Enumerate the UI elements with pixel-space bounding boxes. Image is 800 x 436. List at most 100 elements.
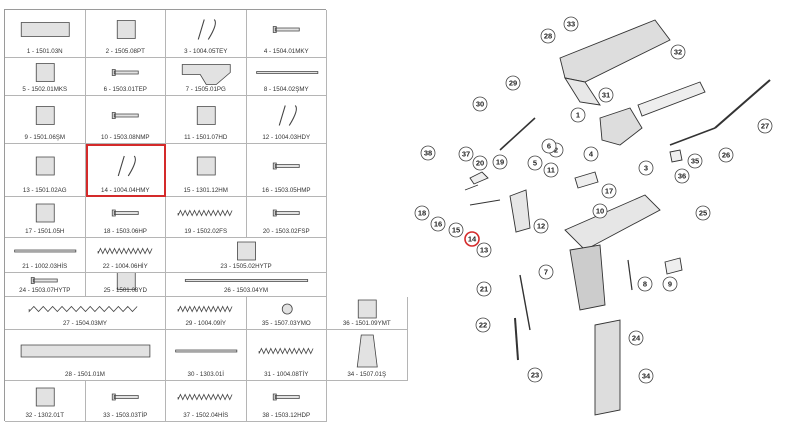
part-code-label: 4 - 1504.01MKY (263, 48, 309, 55)
callout-number: 27 (761, 122, 769, 131)
callout-number: 7 (544, 268, 548, 277)
trigger-icon (35, 203, 55, 223)
part-cell[interactable]: 9 - 1501.06ŞM (5, 96, 86, 144)
part-cell[interactable]: 20 - 1503.02FSP (246, 197, 327, 238)
callout-16: 16 (430, 216, 446, 232)
part-cell[interactable]: 21 - 1002.03HİS (5, 238, 86, 273)
part-cell[interactable]: 35 - 1507.03YMO (246, 297, 327, 330)
part-cell[interactable]: 2 - 1505.08PT (85, 10, 166, 58)
callout-number: 10 (596, 207, 604, 216)
part-cell[interactable]: 37 - 1502.04HİS (166, 381, 247, 422)
rod-icon (255, 71, 318, 74)
part-cell[interactable]: 8 - 1504.02ŞMY (246, 58, 327, 96)
part-cell[interactable]: 16 - 1503.05HMP (246, 144, 327, 197)
frame-icon (181, 64, 231, 85)
part-code-label: 5 - 1502.01MKS (22, 86, 68, 93)
callout-number: 12 (537, 222, 545, 231)
part-cell[interactable]: 17 - 1501.05H (5, 197, 86, 238)
catch-icon (116, 273, 136, 290)
callout-26: 26 (718, 147, 734, 163)
part-cell[interactable]: 3 - 1004.05TEY (166, 10, 247, 58)
barrel-part (599, 107, 643, 146)
rod-icon (14, 249, 77, 253)
part-cell[interactable]: 14 - 1004.04HMY (85, 144, 166, 197)
part-cell[interactable]: 23 - 1505.02HYTP (166, 238, 327, 273)
callout-23: 23 (527, 367, 543, 383)
callout-6: 6 (541, 138, 557, 154)
callout-number: 28 (544, 32, 552, 41)
part-code-label: 29 - 1004.09İY (185, 320, 227, 327)
part-cell[interactable]: 6 - 1503.01TEP (85, 58, 166, 96)
part-code-label: 38 - 1503.12HDP (262, 412, 311, 419)
callout-number: 1 (576, 111, 580, 120)
callout-27: 27 (757, 118, 773, 134)
part-code-label: 19 - 1502.02FS (184, 228, 228, 235)
part-cell[interactable]: 34 - 1507.01Ş (327, 330, 408, 381)
part-cell[interactable]: 13 - 1501.02AG (5, 144, 86, 197)
callout-number: 35 (691, 157, 699, 166)
part-cell[interactable]: 27 - 1504.03MY (5, 297, 166, 330)
part-code-label: 9 - 1501.06ŞM (24, 134, 66, 141)
part-cell[interactable]: 11 - 1501.07HD (166, 96, 247, 144)
part-code-label: 1 - 1501.03N (26, 48, 63, 55)
part-cell[interactable]: 29 - 1004.09İY (166, 297, 247, 330)
callout-number: 18 (418, 209, 426, 218)
callout-number: 30 (476, 100, 484, 109)
callout-25: 25 (695, 205, 711, 221)
callout-number: 8 (643, 280, 647, 289)
callout-number: 15 (452, 226, 460, 235)
callout-number: 9 (668, 280, 672, 289)
callout-number: 2 (554, 146, 558, 155)
callout-19: 19 (492, 154, 508, 170)
callout-number: 25 (699, 209, 707, 218)
part-cell[interactable]: 32 - 1302.01T (5, 381, 86, 422)
pin-icon (111, 112, 139, 119)
part-cell[interactable]: 5 - 1502.01MKS (5, 58, 86, 96)
part-cell[interactable]: 25 - 1501.08YD (85, 273, 166, 297)
part-cell[interactable]: 31 - 1004.08TİY (246, 330, 327, 381)
pin-icon (272, 393, 300, 401)
pin-icon (272, 162, 300, 170)
part-cell[interactable]: 30 - 1303.01İ (166, 330, 247, 381)
callout-number: 31 (602, 91, 610, 100)
part-code-label: 18 - 1503.06HP (103, 228, 147, 235)
block-icon (35, 156, 55, 176)
part-code-label: 32 - 1302.01T (25, 412, 65, 419)
part-code-label: 16 - 1503.05HMP (262, 187, 311, 194)
part-cell[interactable]: 10 - 1503.08NMP (85, 96, 166, 144)
part-code-label: 11 - 1501.07HD (184, 134, 228, 141)
callout-13: 13 (476, 242, 492, 258)
callout-12: 12 (533, 218, 549, 234)
part-code-label: 24 - 1503.07HYTP (19, 287, 71, 294)
lever-icon (35, 63, 55, 82)
part-cell[interactable]: 22 - 1004.06HİY (85, 238, 166, 273)
slide-part (559, 19, 671, 83)
callout-number: 33 (567, 20, 575, 29)
part-cell[interactable]: 28 - 1501.01M (5, 330, 166, 381)
part-cell[interactable]: 4 - 1504.01MKY (246, 10, 327, 58)
part-cell[interactable]: 7 - 1505.01PG (166, 58, 247, 96)
part-code-label: 30 - 1303.01İ (187, 371, 224, 378)
part-cell[interactable]: 1 - 1501.03N (5, 10, 86, 58)
magazine-icon (356, 334, 378, 368)
part-cell[interactable]: 15 - 1301.12HM (166, 144, 247, 197)
part-cell[interactable]: 36 - 1501.09YMT (327, 297, 408, 330)
spring-wire-icon (197, 19, 216, 40)
part-cell[interactable]: 33 - 1503.03TİP (85, 381, 166, 422)
part-cell[interactable]: 12 - 1004.03HDY (246, 96, 327, 144)
pin-icon (111, 69, 139, 76)
callout-number: 13 (480, 246, 488, 255)
part-cell[interactable]: 19 - 1502.02FS (166, 197, 247, 238)
callout-22: 22 (475, 317, 491, 333)
part-code-label: 37 - 1502.04HİS (183, 412, 229, 419)
callout-number: 36 (678, 172, 686, 181)
part-cell[interactable]: 26 - 1503.04YM (166, 273, 327, 297)
part-code-label: 12 - 1004.03HDY (262, 134, 311, 141)
part-code-label: 26 - 1503.04YM (223, 287, 269, 294)
part-code-label: 20 - 1503.02FSP (262, 228, 310, 235)
part-cell[interactable]: 18 - 1503.06HP (85, 197, 166, 238)
pin-icon (272, 209, 300, 217)
part-cell[interactable]: 38 - 1503.12HDP (246, 381, 327, 422)
part-cell[interactable]: 24 - 1503.07HYTP (5, 273, 86, 297)
